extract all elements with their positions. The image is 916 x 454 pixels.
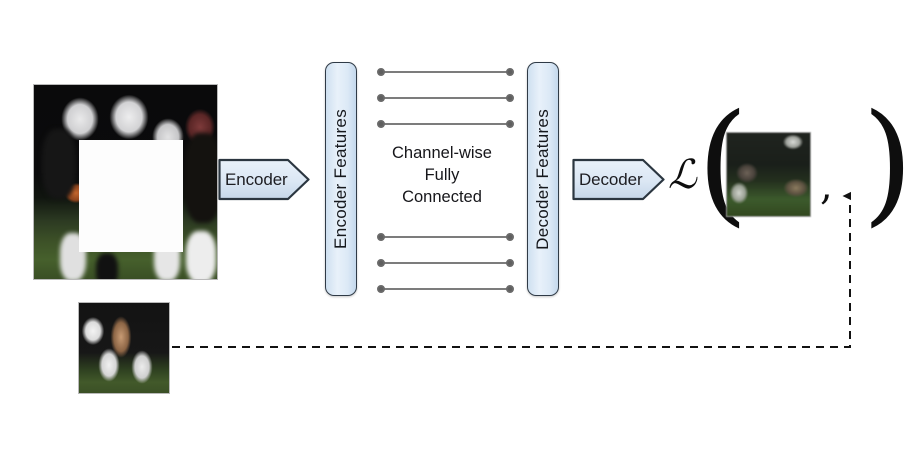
connection-dot: [505, 94, 514, 103]
decoder-arrow-shape: [572, 158, 665, 201]
ground-truth-patch: [78, 302, 170, 394]
encoder-features-block[interactable]: Encoder Features: [325, 62, 357, 296]
encoder-arrow-shape: [218, 158, 310, 201]
encoder-features-label: Encoder Features: [331, 109, 350, 249]
connection-dot: [505, 284, 514, 293]
caption-line-2: Fully: [424, 165, 460, 184]
encoder-arrow-label: Encoder: [225, 169, 288, 189]
connection-dot: [505, 232, 514, 241]
connection-dot: [505, 120, 514, 129]
connection-dot: [376, 68, 385, 77]
decoder-features-label: Decoder Features: [533, 108, 552, 250]
connection-dot: [505, 258, 514, 267]
caption-line-3: Connected: [402, 187, 482, 206]
connection-dot: [505, 68, 514, 77]
predicted-patch: [726, 132, 811, 217]
connection-dot: [376, 94, 385, 103]
decoder-arrow-label: Decoder: [579, 169, 643, 189]
masked-region: [79, 140, 183, 252]
connection-dot: [376, 232, 385, 241]
decoder-features-block[interactable]: Decoder Features: [527, 62, 559, 296]
loss-symbol: ℒ: [668, 152, 697, 198]
decoder-arrow-button[interactable]: Decoder: [572, 158, 665, 201]
caption-line-1: Channel-wise: [392, 144, 492, 162]
connection-dot: [376, 120, 385, 129]
encoder-arrow-button[interactable]: Encoder: [218, 158, 310, 201]
channel-wise-fully-connected-caption: Channel-wise Fully Connected: [376, 143, 508, 208]
connection-dot: [376, 284, 385, 293]
paren-close: ): [862, 86, 914, 240]
loss-comma: ,: [820, 163, 833, 209]
connection-dot: [376, 258, 385, 267]
masked-input-image: [33, 84, 218, 280]
